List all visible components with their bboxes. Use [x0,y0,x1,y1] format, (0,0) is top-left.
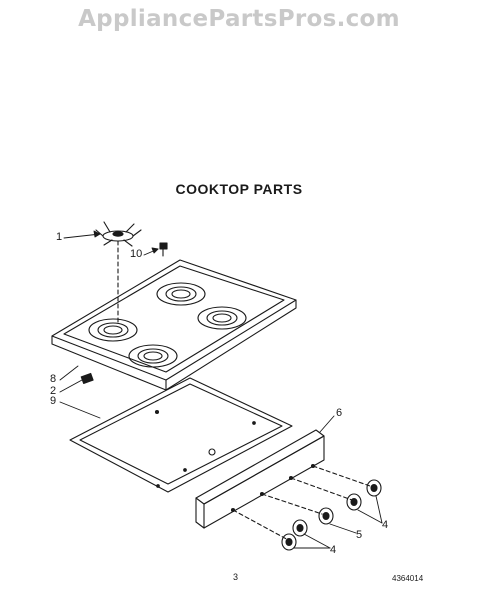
burner-spreader-part [95,221,142,323]
document-number: 4364014 [392,574,424,583]
cooktop-plate [51,259,297,391]
diagram-title: COOKTOP PARTS [175,181,303,197]
callout-8: 8 [50,373,57,385]
control-panel-part [195,429,371,543]
callout-4-lower: 4 [330,544,337,556]
clip-part [80,372,94,385]
callout-2: 2 [50,385,57,397]
callout-5: 5 [356,529,363,541]
control-knobs-part [281,479,382,551]
callout-6: 6 [336,407,343,419]
callout-10: 10 [130,248,143,260]
leader-lines [59,230,383,549]
burner-box-part [69,377,293,493]
screw-part [159,242,168,257]
page-number: 3 [233,572,239,582]
watermark-text: AppliancePartsPros.com [78,6,400,32]
callout-1: 1 [56,231,63,243]
callout-4-upper: 4 [382,519,389,531]
callout-9: 9 [50,395,57,407]
